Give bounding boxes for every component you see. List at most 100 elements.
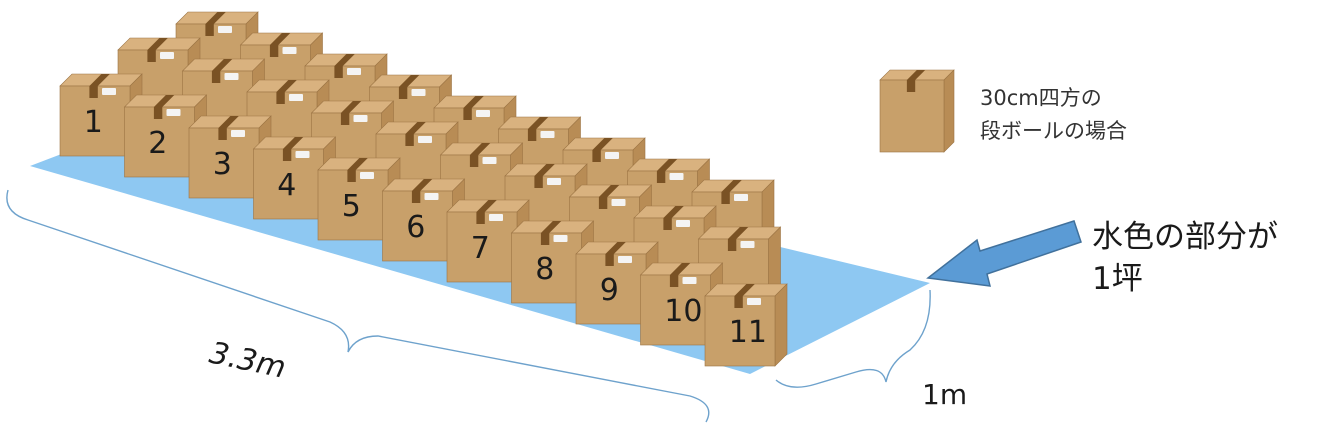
box-tape [669,275,679,287]
box-tape [211,71,221,83]
box-number: 8 [535,252,554,287]
box-label [360,172,374,179]
box-label [289,94,303,101]
box-tape-top [534,164,555,176]
box-number: 7 [471,231,490,266]
box-label [411,89,426,96]
box-tape-top [147,38,168,50]
box-label [605,152,619,159]
box-tape-top [469,143,491,155]
box-tape [592,150,601,162]
box-tape [527,129,537,141]
box-tape-top [463,96,484,108]
box-label [424,193,439,200]
box-side [774,283,788,367]
box-label [102,88,116,95]
box-tape-top [598,185,620,197]
box-tape-top [592,138,613,150]
box-label [611,199,626,206]
box-tape-top [734,284,755,296]
box-label [553,235,568,242]
box-number: 3 [213,147,232,182]
box-label [489,214,503,221]
box-tape [540,233,550,245]
box-number: 2 [148,126,167,161]
box-tape [734,296,743,308]
box-tape-top [89,74,110,86]
width-brace [6,189,710,423]
box-tape-top [527,117,549,129]
box-label [418,136,432,143]
box-tape-top [153,95,175,107]
box-tape-top [205,12,226,24]
front-row-box: 11 [704,283,788,367]
callout-line-2: 1坪 [1092,261,1143,297]
legend-line-2: 段ボールの場合 [980,119,1127,143]
box-number: 5 [342,189,361,224]
box-label [218,26,232,33]
depth-label: 1m [922,378,967,411]
box-tape [153,107,163,119]
box-tape-top [663,206,684,218]
box-tape [276,92,285,104]
box-tape [398,87,408,99]
box-tape-top [540,221,562,233]
box-number: 6 [406,210,425,245]
box-tape-top [282,137,304,149]
box-tape [598,197,608,209]
box-tape [269,45,279,57]
box-tape [347,170,356,182]
box-tape-top [334,54,355,66]
box-tape [411,191,421,203]
box-tape-top [340,101,362,113]
box-label [682,277,697,284]
box-tape-top [476,200,497,212]
box-label [540,131,555,138]
box-label [231,130,245,137]
box-label [676,220,690,227]
box-tape [405,134,414,146]
box-label [160,52,174,59]
box-label [353,115,368,122]
box-label [618,256,632,263]
box-tape-top [669,263,691,275]
box-label [295,151,310,158]
box-label [282,47,297,54]
box-number: 4 [277,168,296,203]
box-number: 11 [729,315,767,350]
box-tape [147,50,156,62]
legend-box-side [943,69,955,153]
box-tape [469,155,479,167]
box-tape [218,128,227,140]
legend-box-icon [879,69,955,153]
width-label: 3.3m [206,336,289,386]
box-tape [463,108,472,120]
box-label [547,178,561,185]
front-row-box: 3 [188,115,272,199]
box-label [347,68,361,75]
box-tape [727,239,737,251]
box-number: 9 [600,273,619,308]
box-tape-top [347,158,368,170]
box-label [476,110,490,117]
box-label [669,173,684,180]
box-tape [721,192,730,204]
box-tape-top [398,75,420,87]
box-label [734,194,748,201]
box-tape-top [656,159,678,171]
box-tape-top [411,179,433,191]
legend-box-tape [906,80,916,92]
box-tape-top [276,80,297,92]
box-tape-top [605,242,626,254]
box-tape-top [721,180,742,192]
box-tape [605,254,614,266]
legend-line-1: 30cm四方の [980,86,1102,110]
box-tape [663,218,672,230]
box-tape [334,66,343,78]
box-tape [534,176,543,188]
box-tape [656,171,666,183]
callout-line-1: 水色の部分が [1092,219,1278,255]
legend-box-tape-top [906,70,926,80]
box-tape [340,113,350,125]
